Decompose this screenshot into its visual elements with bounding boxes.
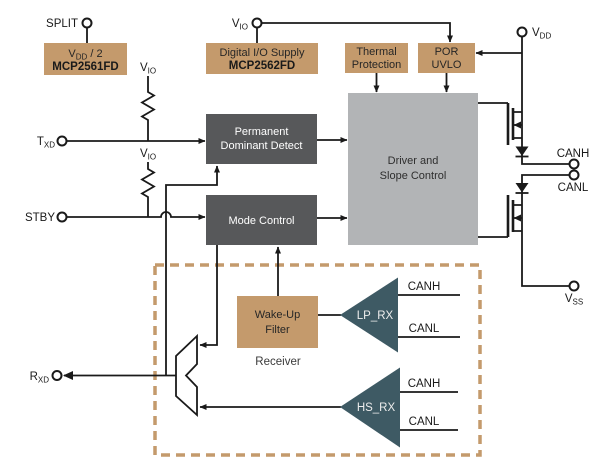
high-side-diode <box>515 146 529 158</box>
driver-line1: Driver and <box>388 155 439 167</box>
lp-canh-label: CANH <box>408 281 441 293</box>
wakeup-filter-block <box>237 296 318 348</box>
permanent-dominant-detect-block <box>206 114 317 164</box>
vdd-terminal <box>516 26 528 38</box>
diode-anode <box>515 146 529 156</box>
high-side-mosfet <box>506 103 522 145</box>
txd-terminal <box>56 135 68 147</box>
vio-to-por-wire <box>261 22 453 43</box>
vdd-label: VDD <box>532 27 551 41</box>
pdd-line1: Permanent <box>235 126 289 138</box>
diode-anode <box>515 183 529 193</box>
digital-io-part-number: MCP2562FD <box>229 60 295 72</box>
canl-terminal <box>568 169 580 181</box>
split-label: SPLIT <box>46 18 78 30</box>
rxd-label: RXD <box>30 371 50 385</box>
thermal-line2: Protection <box>352 59 402 71</box>
stby-label: STBY <box>25 212 55 224</box>
rxd-mux <box>175 333 198 418</box>
vio-r1-label: VIO <box>140 62 156 76</box>
receiver-boundary-dashed-box <box>153 263 482 457</box>
mode-control-block <box>206 195 317 245</box>
split-buffer-block <box>44 43 127 75</box>
por-line1: POR <box>435 46 459 58</box>
hs-canl-label: CANL <box>409 416 440 428</box>
por-uvlo-block <box>418 43 475 73</box>
body-arrow <box>513 214 521 222</box>
vio-r2-label: VIO <box>140 148 156 162</box>
vio-terminal <box>251 17 263 29</box>
vdd-rail-to-canh-wire <box>521 36 570 165</box>
vss-terminal <box>568 280 580 292</box>
driver-slope-control-block <box>348 93 478 245</box>
hs-rx-label: HS_RX <box>357 402 396 414</box>
digital-io-supply-block <box>206 43 318 74</box>
lp-canl-label: CANL <box>409 323 440 335</box>
low-side-diode <box>515 183 529 194</box>
digital-io-line1: Digital I/O Supply <box>220 47 305 59</box>
wakeup-line1: Wake-Up <box>255 309 300 321</box>
body-arrow <box>513 121 521 129</box>
hs-rx-comparator <box>340 367 400 448</box>
stby-pullup-resistor <box>140 162 156 217</box>
low-side-mosfet <box>506 195 522 237</box>
hs-canh-label: CANH <box>408 378 441 390</box>
canh-label: CANH <box>557 148 590 160</box>
receiver-caption: Receiver <box>255 356 301 368</box>
lp-rx-label: LP_RX <box>357 310 394 322</box>
stby-wire-with-hop <box>66 211 206 220</box>
wakeup-line2: Filter <box>265 324 290 336</box>
txd-pullup-resistor <box>140 76 156 141</box>
canh-terminal <box>568 158 580 170</box>
vss-label: VSS <box>565 293 583 307</box>
por-line2: UVLO <box>432 59 462 71</box>
split-terminal <box>81 17 93 29</box>
thermal-protection-block <box>345 43 408 73</box>
rxd-to-pdd-feedback-wire <box>165 165 220 376</box>
vio-label: VIO <box>232 18 248 32</box>
split-buffer-line1: VDD / 2 <box>68 48 102 62</box>
mode-to-mux-wire <box>199 245 218 348</box>
mode-control-label: Mode Control <box>228 215 294 227</box>
stby-terminal <box>56 211 68 223</box>
txd-label: TXD <box>37 136 55 150</box>
rxd-arrowhead <box>63 371 73 380</box>
thermal-line1: Thermal <box>356 46 396 58</box>
rxd-terminal <box>51 370 63 381</box>
lp-rx-comparator <box>340 277 398 353</box>
driver-line2: Slope Control <box>380 170 447 182</box>
canl-label: CANL <box>558 182 589 194</box>
pdd-line2: Dominant Detect <box>221 140 303 152</box>
split-buffer-part-number: MCP2561FD <box>52 61 118 73</box>
